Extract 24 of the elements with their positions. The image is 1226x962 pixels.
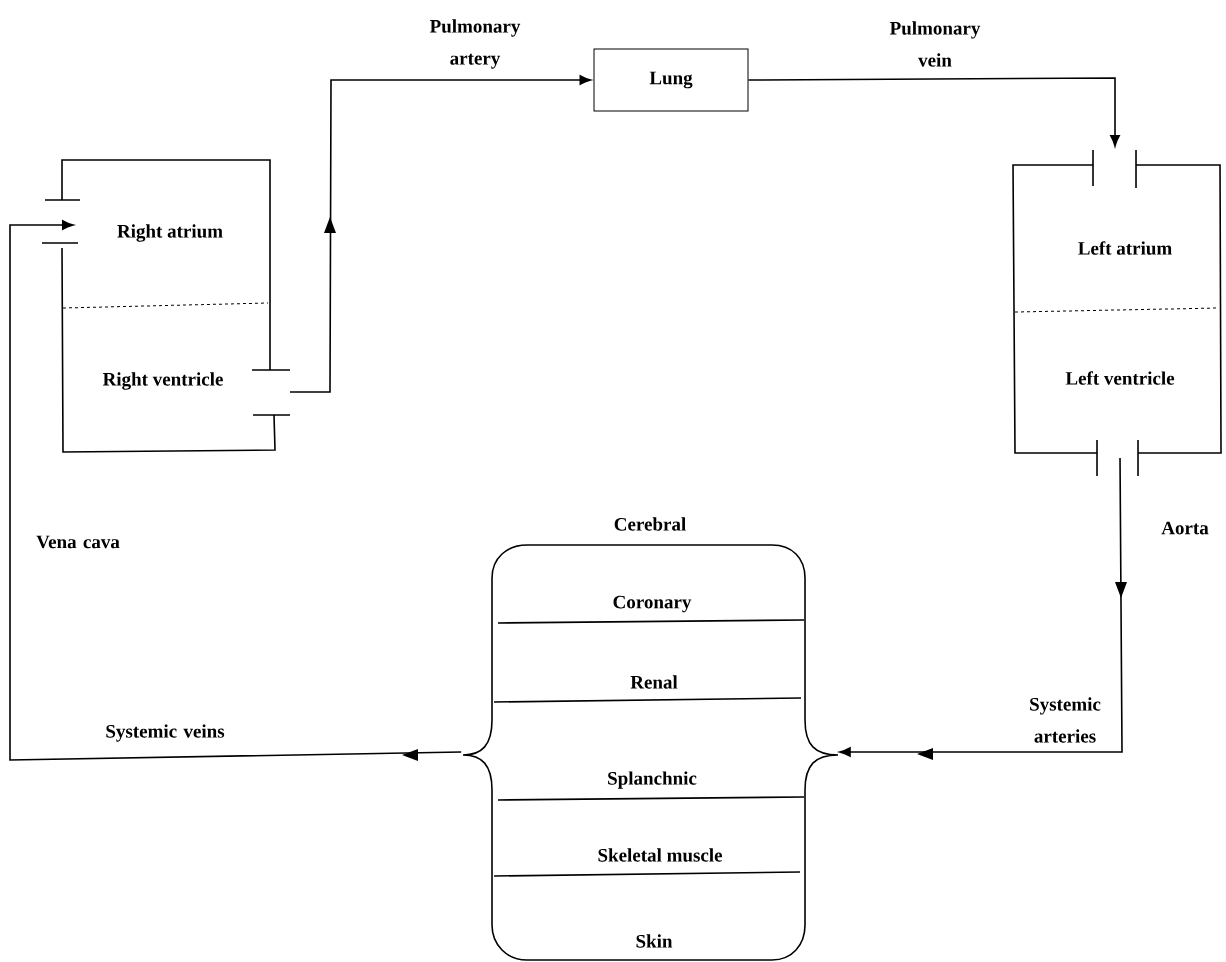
arrow bbox=[289, 75, 592, 393]
circulation-label: Splanchnic bbox=[608, 771, 697, 789]
circulation-label: Skeletal muscle bbox=[598, 848, 723, 862]
circulation-label: Renal bbox=[630, 675, 678, 689]
heart-chambers-box bbox=[41, 159, 291, 453]
organ-box: Lung bbox=[593, 48, 749, 112]
circulation-label: Cerebral bbox=[614, 517, 686, 531]
vessel-label: Vena cava bbox=[36, 535, 120, 549]
arrow bbox=[839, 457, 1127, 760]
chamber-label: Right atrium bbox=[117, 224, 223, 242]
organ-circulations-box bbox=[462, 517, 839, 961]
vessel-label: Systemic arteries bbox=[1030, 697, 1101, 743]
chamber-label: Right ventricle bbox=[102, 372, 223, 390]
arrow bbox=[747, 77, 1120, 147]
edge-label: Pulmonary artery bbox=[429, 19, 521, 69]
circulation-label: Coronary bbox=[613, 595, 692, 613]
arrow bbox=[9, 220, 462, 761]
edge-label: Systemic veins bbox=[106, 724, 225, 742]
edge-label: Aorta bbox=[1161, 521, 1209, 535]
circulation-label: Skin bbox=[636, 934, 673, 948]
chamber-label: Left atrium bbox=[1078, 241, 1172, 255]
edge-label: Pulmonary vein bbox=[889, 21, 981, 67]
chamber-label: Left ventricle bbox=[1065, 371, 1175, 385]
heart-chambers-box bbox=[1012, 149, 1222, 477]
